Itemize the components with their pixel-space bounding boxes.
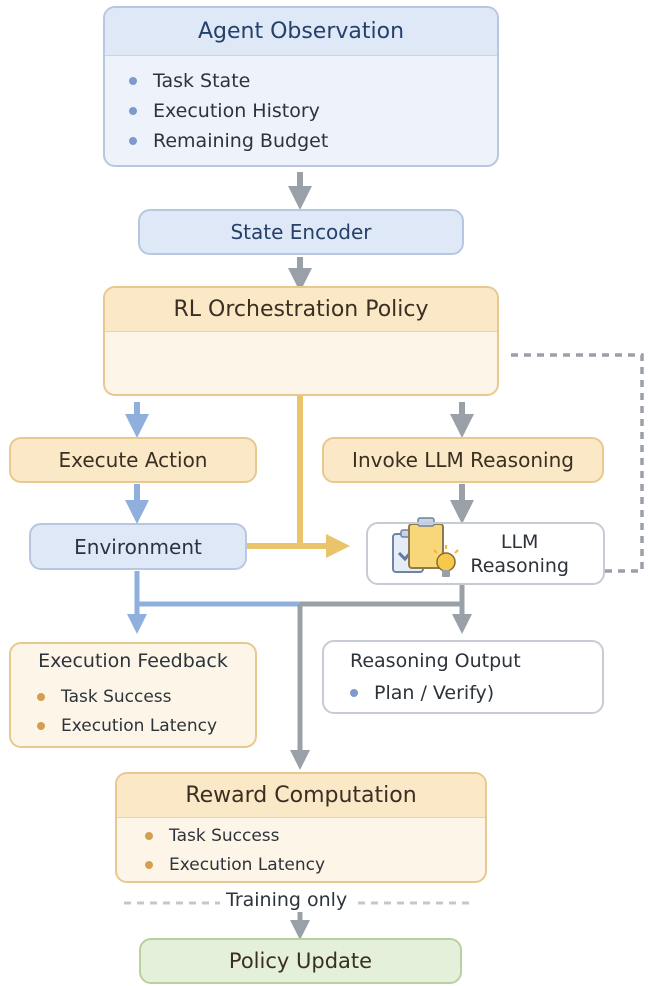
state-encoder-label: State Encoder	[230, 220, 372, 244]
rl-policy-box: RL Orchestration Policy	[103, 286, 499, 396]
invoke-llm-label: Invoke LLM Reasoning	[352, 448, 574, 472]
llm-reasoning-box: LLM Reasoning	[366, 522, 605, 585]
agent-observation-header: Agent Observation	[105, 8, 497, 56]
rl-policy-title: RL Orchestration Policy	[173, 297, 429, 322]
list-item: Plan / Verify)	[350, 678, 602, 708]
policy-update-label: Policy Update	[228, 949, 373, 973]
invoke-llm-box: Invoke LLM Reasoning	[322, 437, 604, 483]
list-item: Execution Latency	[37, 711, 255, 740]
list-item: Remaining Budget	[129, 126, 497, 156]
bullet-icon	[129, 107, 137, 115]
bullet-icon	[145, 860, 153, 869]
agent-observation-box: Agent Observation Task State Execution H…	[103, 6, 499, 167]
policy-update-box: Policy Update	[139, 938, 462, 984]
reasoning-output-list: Plan / Verify)	[350, 678, 602, 708]
reward-computation-box: Reward Computation Task Success Executio…	[115, 772, 487, 883]
list-item: Task Success	[37, 682, 255, 711]
execute-action-box: Execute Action	[9, 437, 257, 483]
execution-feedback-box: Execution Feedback Task Success Executio…	[9, 642, 257, 748]
list-item: Task Success	[145, 821, 485, 850]
reward-computation-list: Task Success Execution Latency	[145, 821, 485, 879]
list-item: Task State	[129, 66, 497, 96]
reward-computation-header: Reward Computation	[117, 774, 485, 818]
bullet-icon	[129, 137, 137, 145]
bullet-icon	[145, 831, 153, 840]
execution-feedback-title: Execution Feedback	[38, 650, 228, 672]
line-environment-to-feedback	[134, 571, 300, 607]
agent-observation-list: Task State Execution History Remaining B…	[129, 66, 497, 156]
llm-reasoning-text: LLM Reasoning	[470, 531, 569, 577]
bullet-icon	[129, 77, 137, 85]
bullet-icon	[37, 721, 45, 730]
bullet-icon	[37, 692, 45, 701]
rl-policy-header: RL Orchestration Policy	[105, 288, 497, 332]
state-encoder-box: State Encoder	[138, 209, 464, 255]
reasoning-output-title: Reasoning Output	[350, 650, 521, 672]
dashed-loop-llm-to-policy	[505, 353, 644, 573]
execution-feedback-list: Task Success Execution Latency	[37, 682, 255, 740]
environment-label: Environment	[74, 534, 202, 559]
bullet-icon	[350, 689, 358, 697]
list-item: Execution History	[129, 96, 497, 126]
clipboard-lightbulb-icon	[392, 517, 459, 577]
environment-box: Environment	[29, 523, 247, 570]
training-only-label: Training only	[220, 889, 354, 911]
line-llm-to-output	[300, 585, 465, 607]
reasoning-output-box: Reasoning Output Plan / Verify)	[322, 640, 604, 714]
agent-observation-title: Agent Observation	[197, 19, 405, 44]
execute-action-label: Execute Action	[58, 448, 208, 472]
reward-computation-title: Reward Computation	[185, 783, 417, 808]
list-item: Execution Latency	[145, 850, 485, 879]
